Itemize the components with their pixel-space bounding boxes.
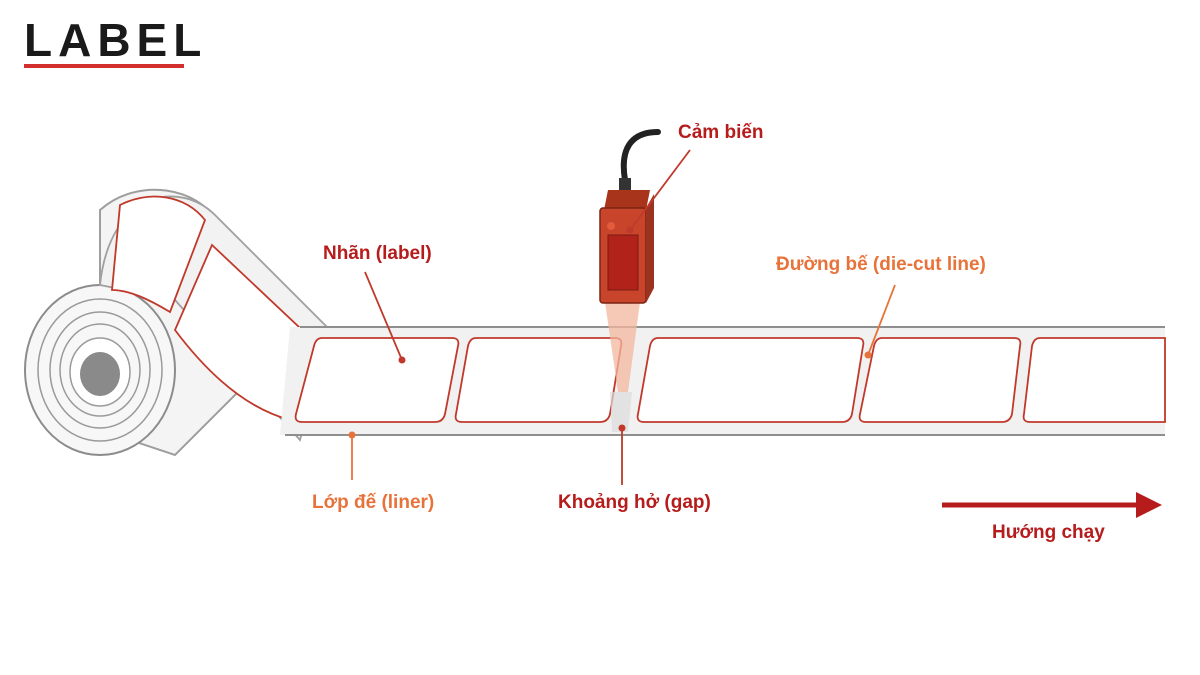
gap-dot xyxy=(618,424,626,432)
diecut-dot xyxy=(864,351,872,359)
brand-logo: LABEL xyxy=(24,16,207,68)
label-2 xyxy=(454,337,623,423)
label-1 xyxy=(294,337,460,423)
direction-arrow-icon xyxy=(942,492,1162,518)
logo-text: LABEL xyxy=(24,14,208,66)
gap-highlight xyxy=(610,392,632,432)
label-dot xyxy=(398,356,406,364)
gap-callout: Khoảng hở (gap) xyxy=(558,492,711,513)
label-3 xyxy=(636,337,865,423)
label-4 xyxy=(858,337,1022,423)
sensor-callout: Cảm biến xyxy=(678,122,764,143)
liner-dot xyxy=(348,431,356,439)
roll-core xyxy=(80,352,120,396)
label-5 xyxy=(1022,337,1166,423)
die-cut-callout: Đường bế (die-cut line) xyxy=(776,254,986,275)
sensor-beam xyxy=(605,302,640,392)
callout-leaders xyxy=(348,149,896,485)
liner-callout: Lớp đế (liner) xyxy=(312,492,435,513)
sensor-dot xyxy=(626,226,634,234)
direction-callout: Hướng chạy xyxy=(992,522,1105,543)
sensor-cable xyxy=(620,129,661,183)
sensor-icon xyxy=(599,129,661,304)
liner-top-curve xyxy=(99,195,332,442)
labels-on-liner xyxy=(294,337,1166,423)
label-callout: Nhãn (label) xyxy=(323,243,432,264)
curved-label xyxy=(111,195,207,314)
logo-underline xyxy=(24,64,184,68)
